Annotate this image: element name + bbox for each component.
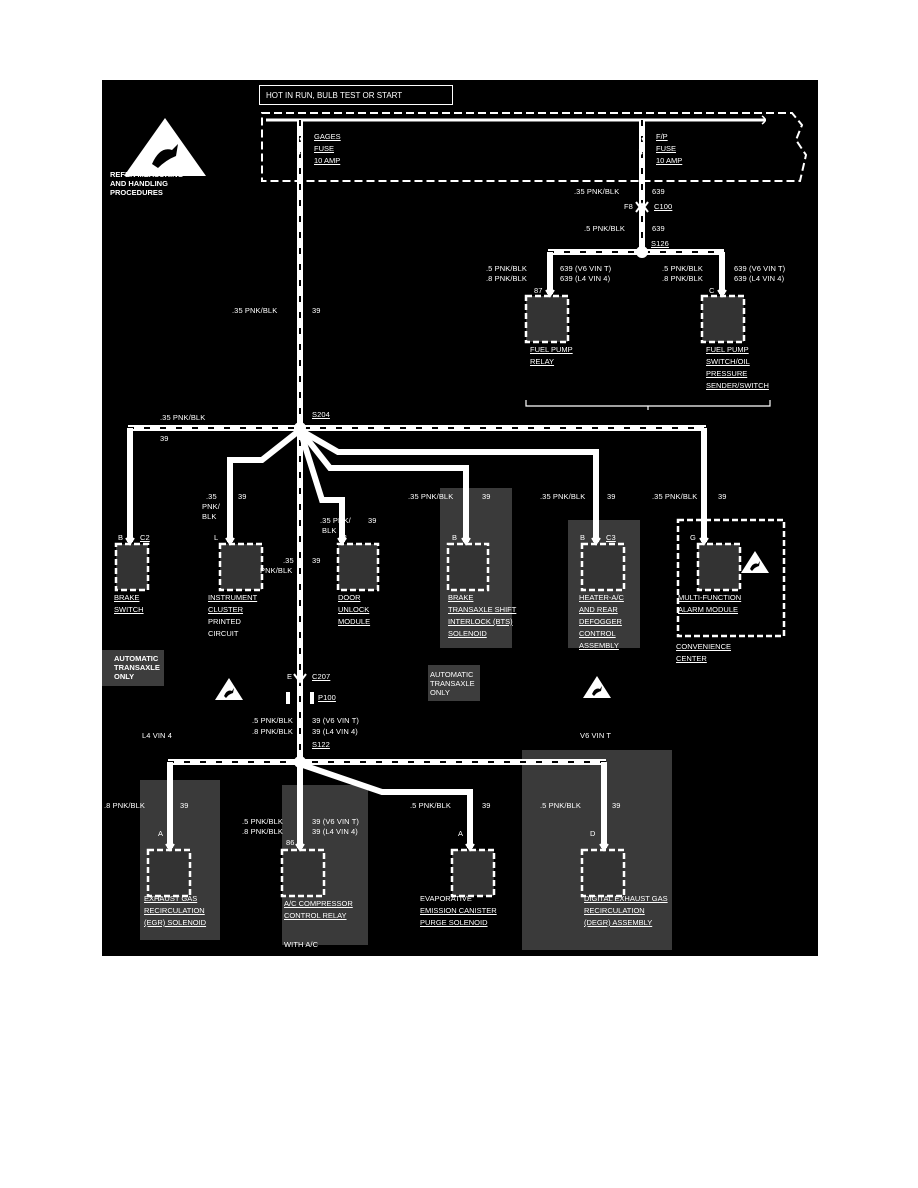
with-ac-note: WITH A/C [284,940,319,949]
circuit-label: 39 (V6 VIN T) [312,817,360,826]
circuit-label: 39 [482,801,491,810]
wire-label: .8 PNK/BLK [242,827,284,836]
pin-87: 87 [534,286,543,295]
circuit-label: 39 (L4 VIN 4) [312,727,358,736]
connector-c3: C3 [606,533,616,542]
wire-label: .5 PNK/BLK [242,817,284,826]
wire-label: .8 PNK/BLK [252,727,294,736]
connector-c207: C207 [312,672,331,681]
wire-label: .5 PNK/BLK [540,801,582,810]
circuit-label: 639 [652,224,665,233]
circuit-label: 39 (L4 VIN 4) [312,827,358,836]
wire-label: BLK [202,512,217,521]
wire-label: .5 PNK/BLK [410,801,452,810]
circuit-label: 39 [482,492,491,501]
pin-b: B [580,533,586,542]
pin-b: B [118,533,124,542]
wire-label: .35 PNK/BLK [574,187,620,196]
circuit-label: 39 [612,801,621,810]
circuit-label: 639 (L4 VIN 4) [734,274,785,283]
pin-g: G [690,533,696,542]
circuit-label: 39 [312,556,321,565]
pin-a: A [158,829,164,838]
circuit-label: 39 [160,434,169,443]
wire-label: .35 [206,492,217,501]
pin-a: A [458,829,464,838]
circuit-label: 39 [607,492,616,501]
wire-label: .35 [283,556,294,565]
circuit-label: 39 [180,801,189,810]
wire-label: .35 PNK/BLK [160,413,206,422]
wire-label: .5 PNK/BLK [584,224,626,233]
pin-l: L [214,533,219,542]
pin-86: 86 [286,838,295,847]
wire-label: .35 PNK/BLK [540,492,586,501]
wire-label: .35 PNK/BLK [652,492,698,501]
circuit-label: 639 (L4 VIN 4) [560,274,611,283]
pin-d: D [590,829,596,838]
circuit-label: 639 (V6 VIN T) [560,264,612,273]
connector-f8: F8 [624,202,633,211]
circuit-label: 39 [312,306,321,315]
connector-c100: C100 [654,202,673,211]
esd-warning-icon [583,676,611,698]
pin-e: E [287,672,293,681]
splice-s126: S126 [651,239,669,248]
hot-in-run-label: HOT IN RUN, BULB TEST OR START [259,85,453,105]
circuit-label: 39 (V6 VIN T) [312,716,360,725]
wiring-diagram-svg [102,112,808,950]
wire-label: .8 PNK/BLK [662,274,704,283]
circuit-label: 39 [238,492,247,501]
wire-label: .5 PNK/BLK [252,716,294,725]
wire-label: .8 PNK/BLK [486,274,528,283]
esd-warning-icon [215,678,243,700]
connector-c2: C2 [140,533,150,542]
wire-label: .35 PNK/BLK [232,306,278,315]
circuit-label: 639 [652,187,665,196]
wire-label: .5 PNK/BLK [486,264,528,273]
wire-label: .8 PNK/BLK [104,801,146,810]
wire-label: BLK [322,526,337,535]
esd-note: REFER MEASURING AND HANDLING PROCEDURES [110,170,184,197]
circuit-label: 639 (V6 VIN T) [734,264,786,273]
wire-label: .35 PNK/ [320,516,351,525]
engine-note: L4 VIN 4 [142,731,172,740]
pin-b: B [342,533,348,542]
splice-s122: S122 [312,740,330,749]
splice-s204: S204 [312,410,330,419]
circuit-label: 39 [368,516,377,525]
wire-label: PNK/ [202,502,220,511]
pin-b: B [452,533,458,542]
wiring-diagram-panel [102,80,818,956]
esd-warning-icon [124,118,206,176]
wire-label: PNK/BLK [260,566,293,575]
wire-label: .35 PNK/BLK [408,492,454,501]
circuit-label: 39 [718,492,727,501]
connector-p100: P100 [318,693,336,702]
auto-transaxle-note: AUTOMATIC TRANSAXLE ONLY [430,670,475,697]
auto-transaxle-note: AUTOMATIC TRANSAXLE ONLY [114,654,160,681]
wire-label: .5 PNK/BLK [662,264,704,273]
engine-note: V6 VIN T [580,731,612,740]
esd-warning-icon [741,551,769,573]
pin-c: C [709,286,715,295]
